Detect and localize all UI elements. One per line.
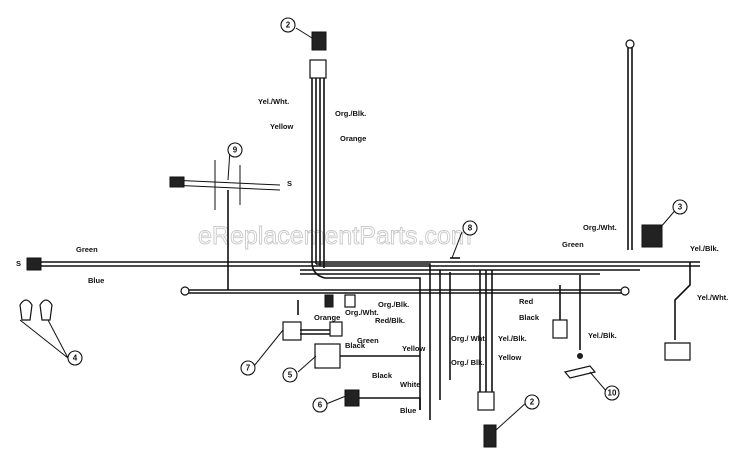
label-yel-wht-right: Yel./Wht.: [697, 293, 728, 302]
svg-text:8: 8: [468, 224, 473, 233]
svg-text:6: 6: [318, 401, 323, 410]
label-org-wht-lower: Org./ Wht.: [451, 334, 487, 343]
label-blue-low: Blue: [400, 406, 416, 415]
label-org-wht-mid: Org./Wht.: [345, 308, 379, 317]
label-black-right: Black: [519, 313, 540, 322]
wire-labels: Yel./Wht. Org./Blk. Yellow Orange Green …: [16, 97, 728, 415]
svg-text:7: 7: [246, 364, 251, 373]
callout-8: 8: [462, 220, 478, 236]
right-harness: [552, 39, 691, 361]
label-yellow-center: Yellow: [498, 353, 522, 362]
main-harness: [26, 257, 700, 420]
label-org-blk-lower: Org./ Blk.: [451, 358, 484, 367]
svg-text:5: 5: [288, 371, 293, 380]
label-orange-top: Orange: [340, 134, 366, 143]
label-yel-wht-top: Yel./Wht.: [258, 97, 289, 106]
svg-text:3: 3: [678, 203, 683, 212]
svg-text:9: 9: [233, 146, 238, 155]
label-org-blk-top: Org./Blk.: [335, 109, 366, 118]
label-blue-left: Blue: [88, 276, 104, 285]
label-orange-mid: Orange: [314, 313, 340, 322]
label-s-top: S: [287, 179, 292, 188]
switch-7: [282, 321, 302, 341]
label-yel-blk-lower: Yel./Blk.: [588, 331, 617, 340]
lamps-4: [19, 299, 53, 321]
label-red-blk-mid: Red/Blk.: [375, 316, 405, 325]
component-10: [563, 365, 597, 379]
label-s-left: S: [16, 259, 21, 268]
switch-2-bottom: [483, 424, 497, 448]
svg-text:2: 2: [530, 398, 535, 407]
svg-text:10: 10: [608, 389, 617, 398]
label-yel-blk-right: Yel./Blk.: [690, 244, 719, 253]
callout-3: 3: [672, 199, 688, 215]
label-green-left: Green: [76, 245, 98, 254]
connector-6: [344, 389, 360, 407]
svg-text:2: 2: [286, 21, 291, 30]
label-org-blk-mid: Org./Blk.: [378, 300, 409, 309]
callout-10: 10: [604, 385, 620, 401]
label-black-mid: Black: [345, 341, 366, 350]
svg-text:4: 4: [73, 354, 78, 363]
module-5: [314, 343, 341, 369]
watermark: eReplacementParts.com: [198, 222, 472, 250]
fuse-holder-9: [169, 160, 281, 290]
label-black-low: Black: [372, 371, 393, 380]
vertical-harness: [309, 31, 327, 268]
callout-9: 9: [227, 142, 243, 158]
label-red-right: Red: [519, 297, 534, 306]
label-yel-blk-center: Yel./Blk.: [498, 334, 527, 343]
label-org-wht-right: Org./Wht.: [583, 223, 617, 232]
callout-2-top: 2: [280, 17, 296, 33]
top-connector: [309, 59, 327, 79]
callout-2-bottom: 2: [524, 394, 540, 410]
callout-7: 7: [240, 360, 256, 376]
label-green-right: Green: [562, 240, 584, 249]
callout-5: 5: [282, 367, 298, 383]
left-connector: [26, 257, 42, 271]
relay-3: [641, 224, 663, 248]
ignition-switch-top: [311, 31, 327, 51]
label-yellow-top: Yellow: [270, 122, 294, 131]
label-white-low: White: [400, 380, 420, 389]
label-yellow-mid: Yellow: [402, 344, 426, 353]
label-green-mid: Green: [357, 336, 379, 345]
callout-4: 4: [67, 350, 83, 366]
callout-6: 6: [312, 397, 328, 413]
